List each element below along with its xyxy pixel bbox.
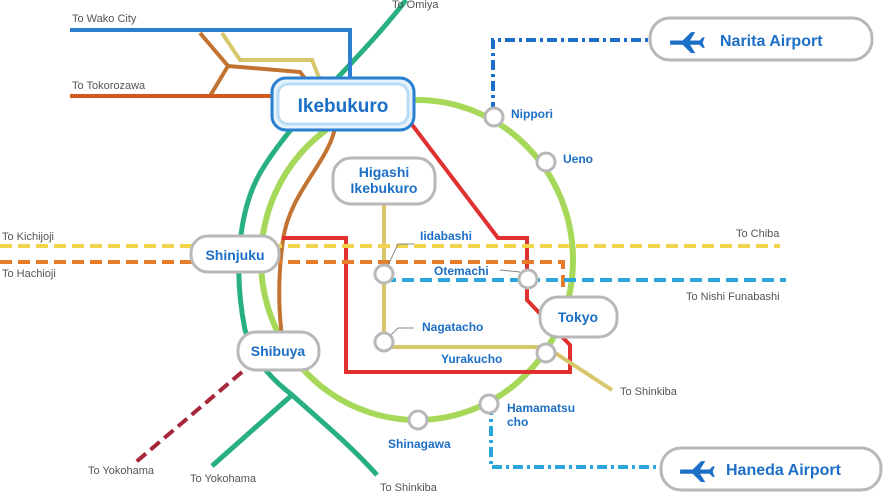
narita-airport-box[interactable] xyxy=(648,16,874,62)
dest-omiya: To Omiya xyxy=(392,0,439,11)
dest-yokohama-left: To Yokohama xyxy=(88,465,155,477)
nippori-station-marker[interactable] xyxy=(483,106,505,128)
narita-airport-label: Narita Airport xyxy=(720,33,823,50)
fukutoshin-line-top xyxy=(198,31,231,98)
hamamatsucho-label-line1: Hamamatsu xyxy=(507,401,575,415)
dest-tokorozawa: To Tokorozawa xyxy=(72,80,146,92)
dest-chiba: To Chiba xyxy=(736,228,780,240)
haneda-access-line xyxy=(489,405,660,469)
dest-kichijoji: To Kichijoji xyxy=(2,231,54,243)
saikyo-line-branch-yokohama xyxy=(210,393,294,468)
chuo-rapid-line xyxy=(0,260,565,290)
tokyo-label: Tokyo xyxy=(558,309,598,325)
shinagawa-label: Shinagawa xyxy=(388,437,451,451)
tokaido-line-to-yokohama xyxy=(134,370,244,464)
iidabashi-label: Iidabashi xyxy=(420,229,472,243)
nippori-label: Nippori xyxy=(511,107,553,121)
ikebukuro-box-inner xyxy=(276,82,410,126)
nagatacho-label: Nagatacho xyxy=(422,320,483,334)
shinjuku-box[interactable] xyxy=(189,234,281,274)
nagatacho-station-marker[interactable] xyxy=(373,331,395,353)
iidabashi-station-marker[interactable] xyxy=(373,263,395,285)
ueno-station-marker[interactable] xyxy=(535,151,557,173)
narita-access-line xyxy=(491,38,650,112)
dest-shinkiba-right: To Shinkiba xyxy=(620,386,678,398)
haneda-airport-box[interactable] xyxy=(659,446,883,492)
higashi-ikebukuro-label-line2: Ikebukuro xyxy=(351,180,418,196)
ikebukuro-label: Ikebukuro xyxy=(298,96,389,117)
iidabashi-leader xyxy=(383,243,414,275)
tokyo-box[interactable] xyxy=(538,295,619,339)
airplane-icon xyxy=(670,32,705,54)
dest-wako-city: To Wako City xyxy=(72,13,137,25)
hamamatsucho-label-line2: cho xyxy=(507,415,528,429)
ueno-label: Ueno xyxy=(563,152,593,166)
shinjuku-label: Shinjuku xyxy=(205,247,264,263)
higashi-ikebukuro-box[interactable] xyxy=(331,156,437,206)
dest-nishi-funabashi: To Nishi Funabashi xyxy=(686,291,780,303)
dest-yokohama-mid: To Yokohama xyxy=(190,473,257,485)
shinagawa-station-marker[interactable] xyxy=(407,409,429,431)
otemachi-leader xyxy=(499,269,521,273)
dest-shinkiba-bottom: To Shinkiba xyxy=(380,482,438,492)
otemachi-label: Otemachi xyxy=(434,264,489,278)
higashi-ikebukuro-label-line1: Higashi xyxy=(359,164,410,180)
airplane-icon xyxy=(680,461,715,483)
hamamatsucho-station-marker[interactable] xyxy=(478,393,500,415)
marunouchi-line xyxy=(282,120,572,374)
haneda-airport-label: Haneda Airport xyxy=(726,462,842,479)
otemachi-station-marker[interactable] xyxy=(517,268,539,290)
yurakucho-station-marker[interactable] xyxy=(535,342,557,364)
yurakucho-line-branch-top xyxy=(220,31,324,86)
shibuya-box[interactable] xyxy=(236,330,321,372)
dest-hachioji: To Hachioji xyxy=(2,268,56,280)
shibuya-label: Shibuya xyxy=(251,343,306,359)
yurakucho-label: Yurakucho xyxy=(441,352,502,366)
